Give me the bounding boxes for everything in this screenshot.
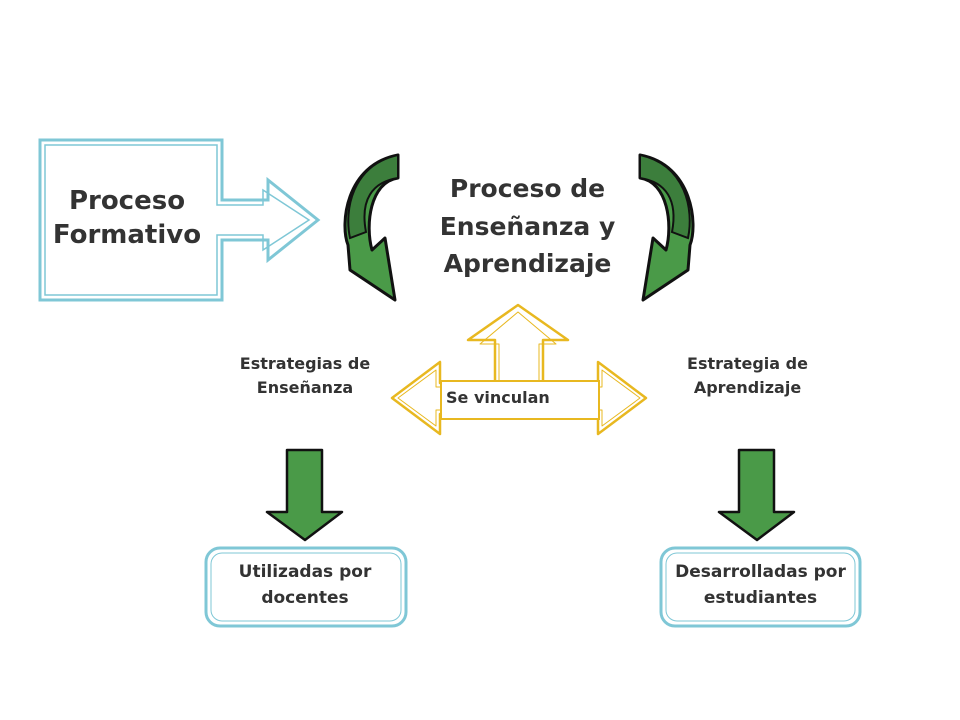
proceso-formativo-callout [38,138,321,302]
right-curved-arrow [638,153,695,302]
proceso-formativo-label: Proceso Formativo [52,186,202,250]
left-curved-arrow [343,153,400,302]
left-down-arrow [265,448,344,542]
gold-connector-arrow [390,303,648,436]
left-strategy-label: Estrategias de Enseñanza [239,354,371,397]
right-down-arrow [717,448,796,542]
center-title: Proceso de Enseñanza y Aprendizaje [439,174,616,278]
link-label: Se vinculan [446,388,550,407]
right-result-label: Desarrolladas por estudiantes [675,562,846,608]
left-result-label: Utilizadas por docentes [238,562,372,608]
right-result-box [659,546,862,628]
right-strategy-label: Estrategia de Aprendizaje [687,354,808,397]
left-result-box [204,546,408,628]
